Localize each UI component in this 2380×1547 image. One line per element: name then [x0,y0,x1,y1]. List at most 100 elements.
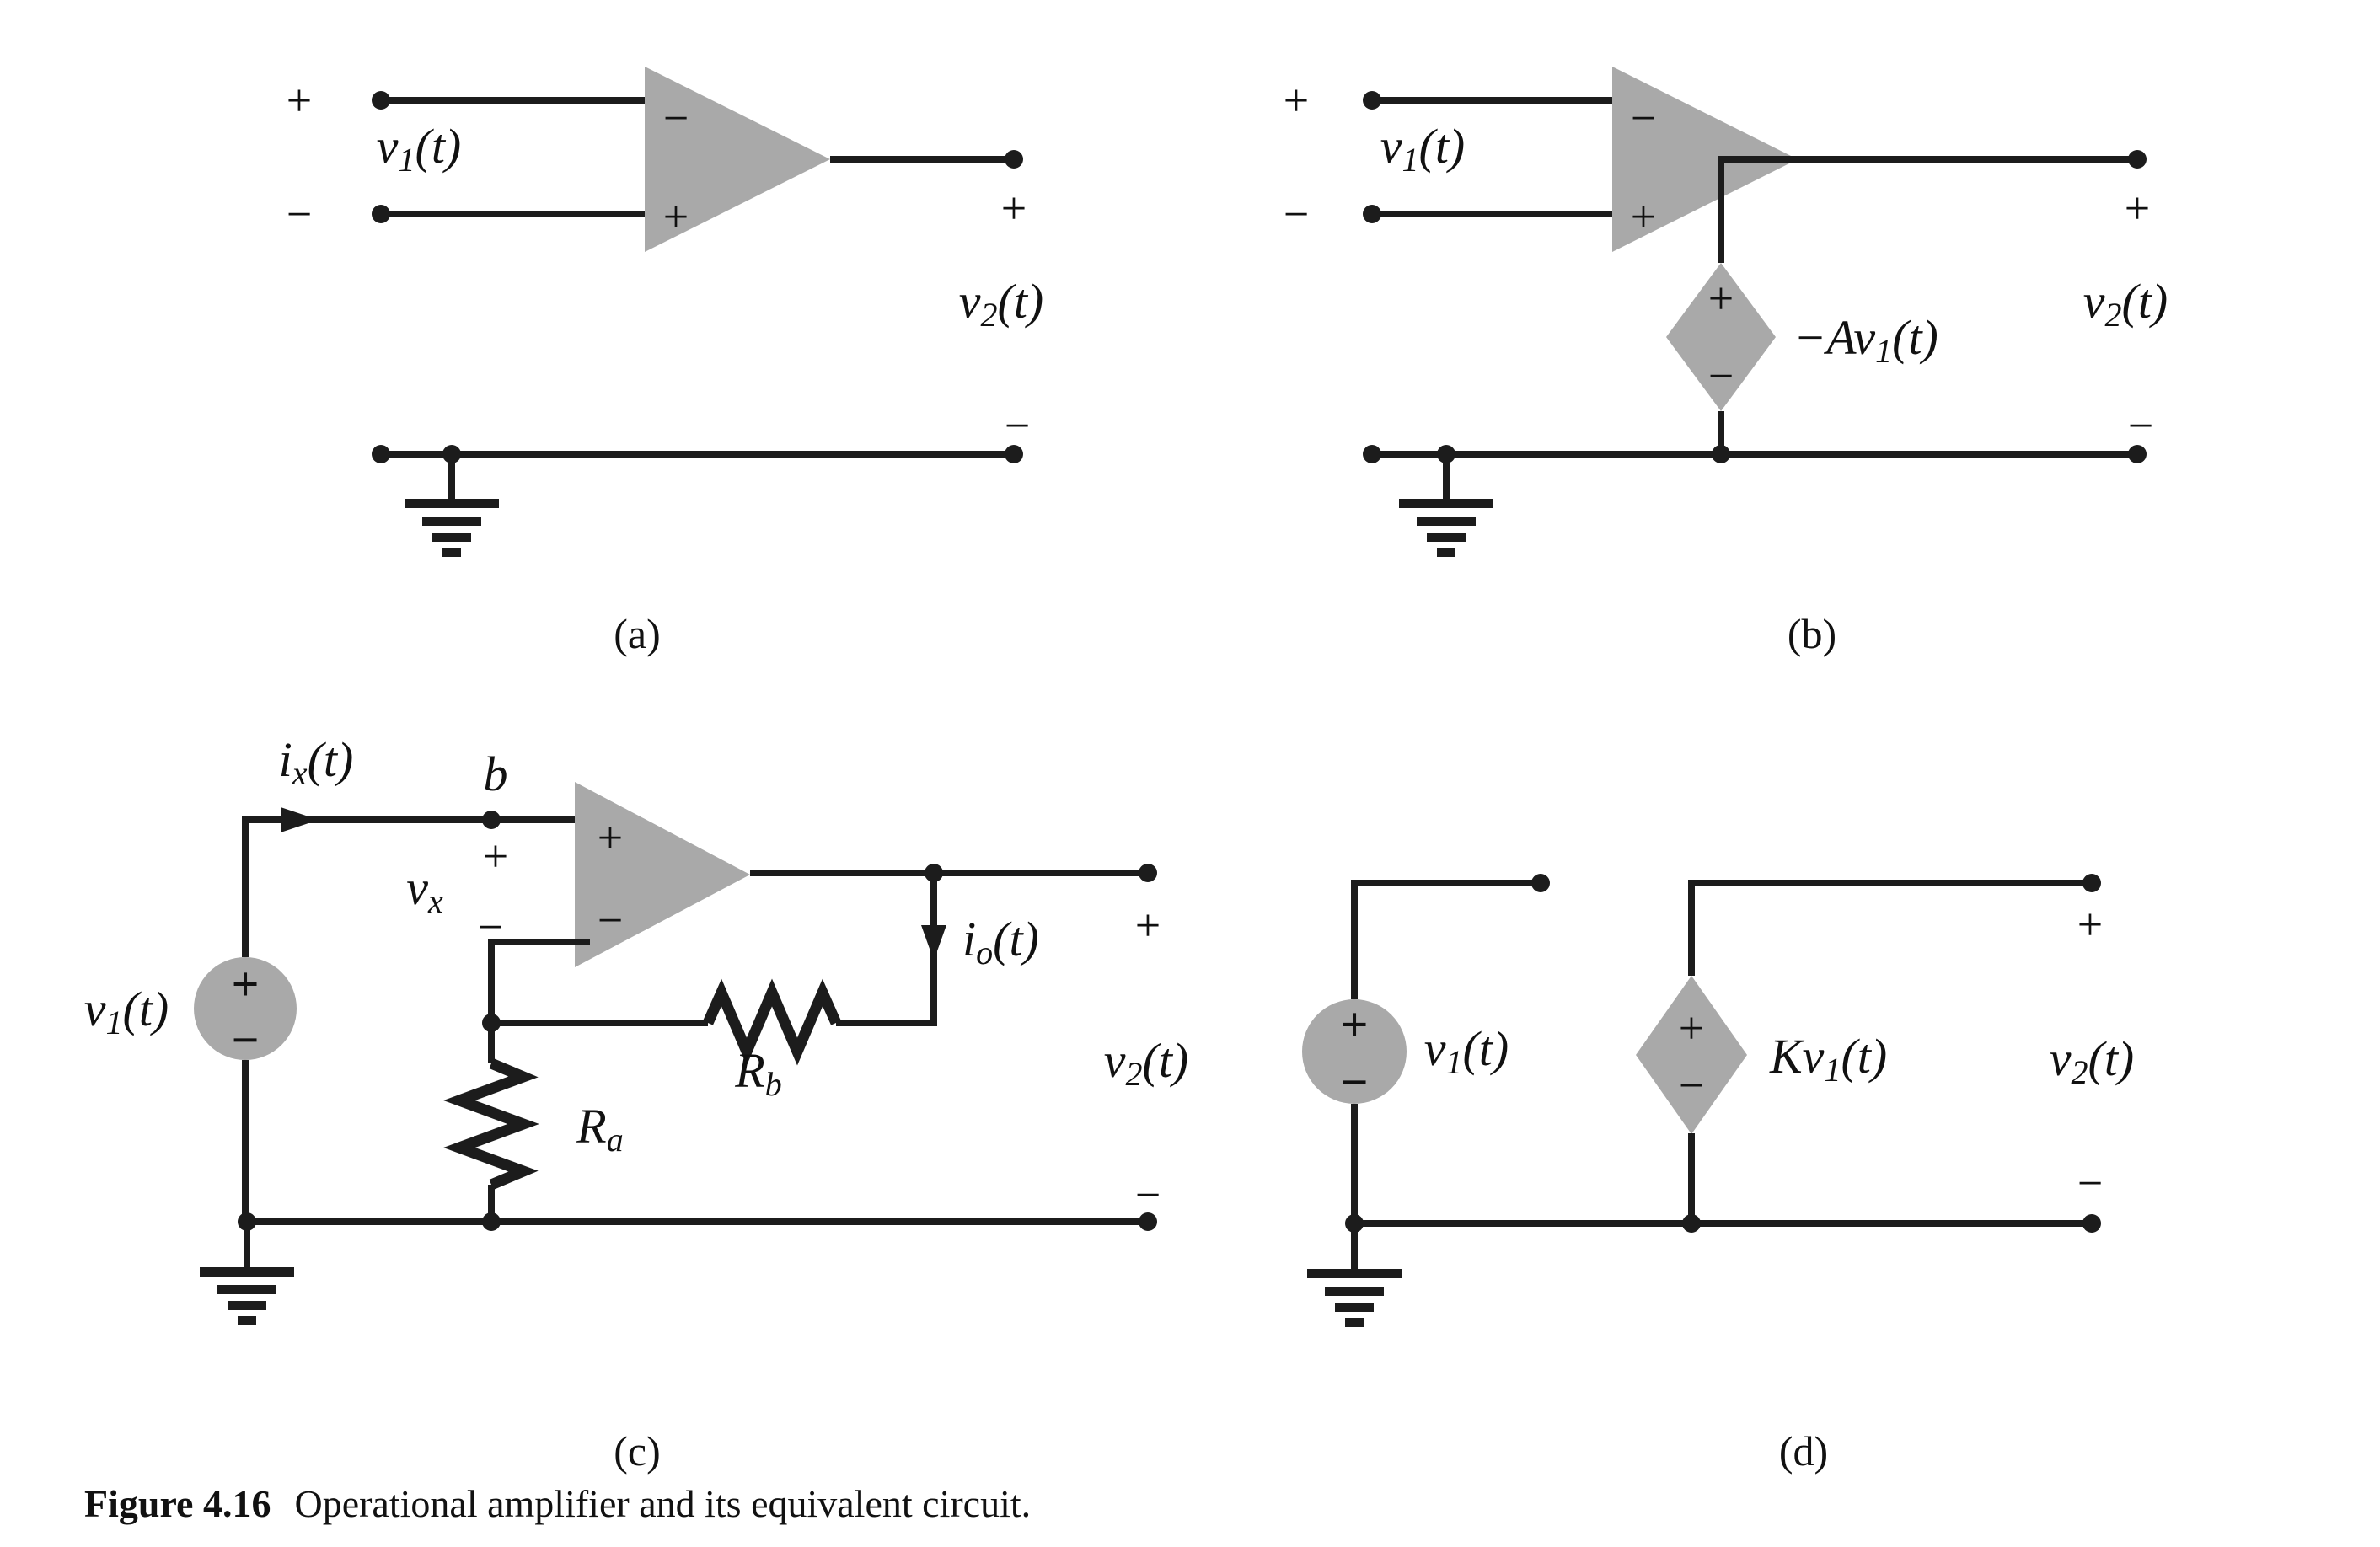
panel-tag-d: (d) [1779,1427,1828,1475]
output-plus-sign: + [2077,899,2103,950]
current-in-arrow-icon [281,807,319,832]
junction-dot [238,1212,256,1231]
terminal-dot [1139,1212,1157,1231]
current-in-label: ix(t) [279,732,354,792]
output-minus-sign: − [1005,400,1030,451]
output-wire [1718,156,2137,263]
terminal-dot [2082,874,2101,892]
vx-minus-sign: − [478,902,503,952]
node-b-dot [482,811,501,829]
node-b-label: b [484,747,508,801]
terminal-dot [1139,864,1157,882]
output-voltage-label: v2(t) [1104,1033,1189,1093]
output-voltage-label: v2(t) [2050,1031,2135,1091]
terminal-dot [372,445,390,463]
input-plus-sign: + [1284,75,1309,126]
ground-icon [1307,1269,1402,1327]
source-top-wire [242,816,575,957]
output-top-wire [1688,880,2092,976]
junction-dot [1437,445,1455,463]
vx-label: vx [406,860,443,920]
input-minus-sign: − [287,189,312,239]
output-plus-sign: + [1135,900,1161,950]
source-voltage-label: v1(t) [1424,1021,1509,1081]
input-minus-sign: − [1284,189,1309,239]
dependent-source-label: Kv1(t) [1769,1029,1887,1089]
opamp-inverting-sign: − [663,93,689,143]
resistor-ra-zigzag [443,1058,539,1190]
terminal-dot [372,91,390,110]
terminal-dot [372,205,390,223]
resistor-rb-label: Rb [734,1043,781,1103]
source-minus-sign: − [231,1013,259,1068]
output-plus-sign: + [1001,183,1027,233]
opamp-inverting-sign: − [598,895,623,945]
ground-icon [405,499,499,557]
output-voltage-label: v2(t) [2083,274,2168,334]
figure-caption-label: Figure 4.16 [84,1482,271,1525]
opamp-noninverting-sign: + [1631,191,1656,242]
circuit-a: + − v1(t) − + + v2(t) − (a) [287,67,1043,657]
feedback-wire [488,939,590,1023]
junction-dot [442,445,461,463]
opamp-noninverting-sign: + [598,812,623,863]
source-plus-sign: + [231,957,259,1012]
terminal-dot [1531,874,1550,892]
panel-tag-b: (b) [1788,610,1836,657]
terminal-dot [2082,1214,2101,1233]
opamp-triangle [1612,67,1798,252]
input-voltage-label: v1(t) [1380,119,1466,179]
voltage-source-circle [194,957,297,1060]
dependent-source-minus-sign: − [1679,1060,1704,1111]
source-minus-sign: − [1340,1055,1368,1110]
opamp-triangle [645,67,830,252]
terminal-dot [1363,445,1381,463]
dependent-source-plus-sign: + [1679,1003,1704,1053]
junction-dot [1682,1214,1701,1233]
figure-caption: Figure 4.16 Operational amplifier and its… [84,1482,1031,1525]
dependent-source-minus-sign: − [1708,351,1734,401]
opamp-inverting-sign: − [1631,93,1656,143]
junction-dot [482,1212,501,1231]
ground-icon [200,1267,294,1325]
output-plus-sign: + [2125,183,2150,233]
terminal-dot [2128,445,2147,463]
junction-dot [1345,1214,1364,1233]
input-voltage-label: v1(t) [377,119,462,179]
resistor-ra-label: Ra [576,1099,623,1159]
input-plus-sign: + [287,75,312,126]
ground-icon [1399,499,1493,557]
output-minus-sign: − [2128,400,2153,451]
voltage-source-circle [1302,999,1407,1104]
output-voltage-label: v2(t) [959,274,1044,334]
output-minus-sign: − [1135,1170,1161,1220]
dependent-source-plus-sign: + [1708,273,1734,324]
figure-caption-text: Operational amplifier and its equivalent… [294,1482,1031,1525]
dependent-source-diamond [1666,263,1776,411]
vx-plus-sign: + [483,831,508,881]
terminal-dot [1363,205,1381,223]
opamp-noninverting-sign: + [663,191,689,242]
current-out-arrow-icon [921,925,946,961]
output-minus-sign: − [2077,1158,2103,1208]
terminal-dot [1363,91,1381,110]
panel-tag-a: (a) [614,610,661,657]
terminal-dot [2128,150,2147,169]
junction-dot [925,864,943,882]
junction-dot [1712,445,1730,463]
rb-to-output-wire [836,873,937,1026]
resistor-rb-zigzag [703,978,841,1066]
junction-dot [482,1014,501,1032]
circuit-d: + − v1(t) + − Kv1(t) + v2(t) − (d) [1302,874,2134,1475]
panel-tag-c: (c) [614,1427,661,1475]
terminal-dot [1005,150,1023,169]
dependent-source-label: −Av1(t) [1793,310,1938,370]
current-out-label: io(t) [962,912,1039,972]
circuit-b: + − v1(t) − + + − −Av1(t) + v2(t) − (b) [1284,67,2168,657]
circuit-c: ix(t) b + vx − + − Ra Rb io(t) v1(t) + −… [84,732,1189,1475]
source-voltage-label: v1(t) [84,982,169,1041]
source-plus-sign: + [1340,998,1368,1052]
opamp-triangle [575,782,750,967]
